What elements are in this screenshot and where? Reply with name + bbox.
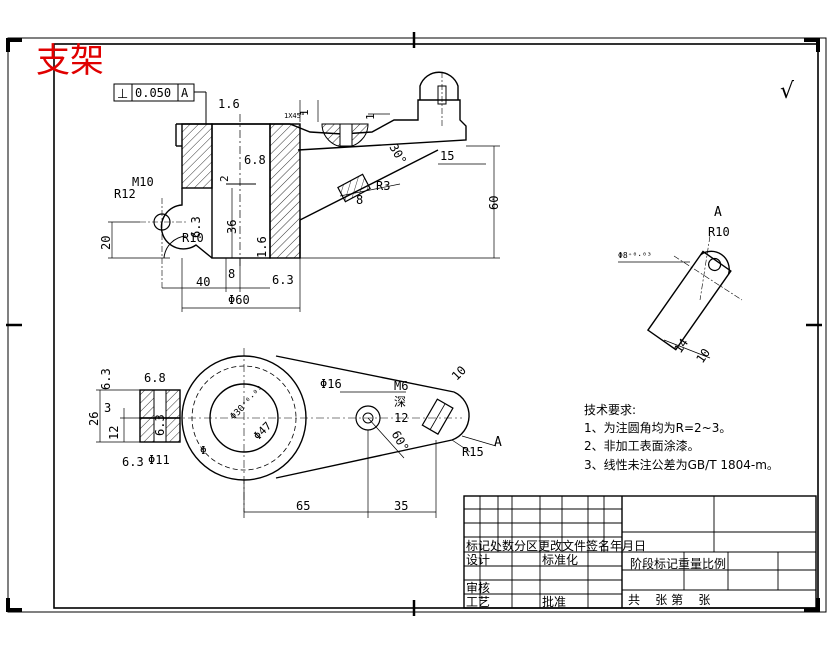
- front-roughness-5: 1.6: [255, 236, 269, 258]
- tolerance-frame: ⊥ 0.050 A: [113, 83, 207, 124]
- aux-hole-dim: Φ8⁺⁰·⁰³: [618, 251, 652, 260]
- thread-dim: M10: [132, 175, 154, 189]
- tb-revision-row: 标记处数分区更改文件签名年月日: [466, 538, 646, 553]
- section-b-dim: 12: [107, 426, 121, 440]
- span-right-dim: 35: [394, 499, 408, 513]
- front-roughness-2: 6.8: [244, 153, 266, 167]
- view-arrow-label: A: [494, 435, 502, 450]
- step-dim: 2: [218, 175, 231, 182]
- aux-length-dim: 14: [671, 336, 691, 356]
- requirement-1: 1、为注圆角均为R=2~3。: [584, 420, 731, 435]
- top-roughness-3: 6.3: [153, 414, 167, 436]
- slot-depth-dim: 1: [364, 113, 377, 120]
- tolerance-datum: A: [181, 86, 189, 100]
- span-left-dim: 65: [296, 499, 310, 513]
- tb-design: 设计: [466, 553, 490, 567]
- requirement-2: 2、非加工表面涂漆。: [584, 438, 700, 453]
- slot-dim: 10: [449, 363, 469, 383]
- height-dim: 60: [487, 196, 501, 210]
- section-height-dim: 26: [87, 412, 101, 426]
- front-roughness-4: 6.3: [272, 273, 294, 287]
- tb-process: 工艺: [466, 595, 490, 609]
- section-a-dim: 3: [104, 401, 111, 415]
- requirement-3: 3、线性未注公差为GB/T 1804-m。: [584, 457, 779, 472]
- end-radius-dim: R15: [462, 445, 484, 459]
- width-dim: 40: [196, 275, 210, 289]
- top-roughness-2: 6.8: [144, 371, 166, 385]
- tb-approve: 批准: [542, 594, 566, 609]
- top-gap-dim: 1: [298, 109, 311, 116]
- thread-deep-label: 深: [394, 395, 406, 409]
- tb-standard: 标准化: [542, 553, 578, 567]
- title-block-text: 标记处数分区更改文件签名年月日 设计 标准化 阶段标记重量比例 审核 工艺 批准…: [466, 538, 726, 609]
- front-view: [108, 71, 500, 312]
- requirements-heading: 技术要求:: [584, 403, 636, 417]
- chamfer-dim: 1X45°: [284, 112, 305, 120]
- base-height-dim: 20: [99, 236, 113, 250]
- fillet-dim: R3: [376, 179, 390, 193]
- wall-dim: 8: [228, 267, 235, 281]
- tolerance-symbol: ⊥: [117, 87, 128, 102]
- thread-depth-dim: 12: [394, 411, 408, 425]
- top-roughness-1: 6.3: [99, 368, 113, 390]
- tb-stage: 阶段标记重量比例: [630, 556, 726, 571]
- right-offset-dim: 15: [440, 149, 454, 163]
- title-block: [463, 495, 817, 609]
- inner-radius-dim: R10: [182, 231, 204, 245]
- thread-m6-dim: M6: [394, 379, 408, 393]
- boss-radius-dim: R12: [114, 187, 136, 201]
- top-view: [96, 348, 497, 518]
- bore-dim: Φ30⁺⁰·⁰³: [229, 384, 267, 422]
- aux-view: [618, 235, 743, 359]
- centering-marks: [6, 32, 822, 616]
- front-roughness-1: 1.6: [218, 97, 240, 111]
- drawing-title: 支架: [36, 41, 104, 81]
- aux-view-label: A: [714, 205, 722, 220]
- diameter-dim: Φ60: [228, 293, 250, 307]
- aux-radius-dim: R10: [708, 225, 730, 239]
- roughness-symbol: √: [780, 79, 795, 104]
- corner-marks: [6, 38, 820, 612]
- cone-dim: 60°: [389, 428, 412, 454]
- section-d-dim: Φ11: [148, 453, 170, 467]
- front-view-labels: 1.6 6.8 6.3 6.3 1.6 1X45° 1 1 30° 15 60 …: [99, 97, 501, 307]
- front-roughness-3: 6.3: [189, 216, 203, 238]
- tolerance-value: 0.050: [135, 86, 171, 100]
- top-roughness-4: 6.3: [122, 455, 144, 469]
- tb-sheets: 共 张 第 张: [628, 593, 710, 607]
- technical-requirements: 技术要求: 1、为注圆角均为R=2~3。 2、非加工表面涂漆。 3、线性未注公差…: [584, 403, 779, 472]
- bore-len-dim: 36: [225, 220, 239, 234]
- tb-review: 审核: [466, 580, 490, 595]
- misc-phi: Φ: [200, 444, 207, 457]
- sheet-border: [7, 37, 827, 613]
- rib-dim: 8: [356, 193, 363, 207]
- aux-width-dim: 10: [693, 346, 713, 366]
- left-hole-dim: Φ16: [320, 377, 342, 391]
